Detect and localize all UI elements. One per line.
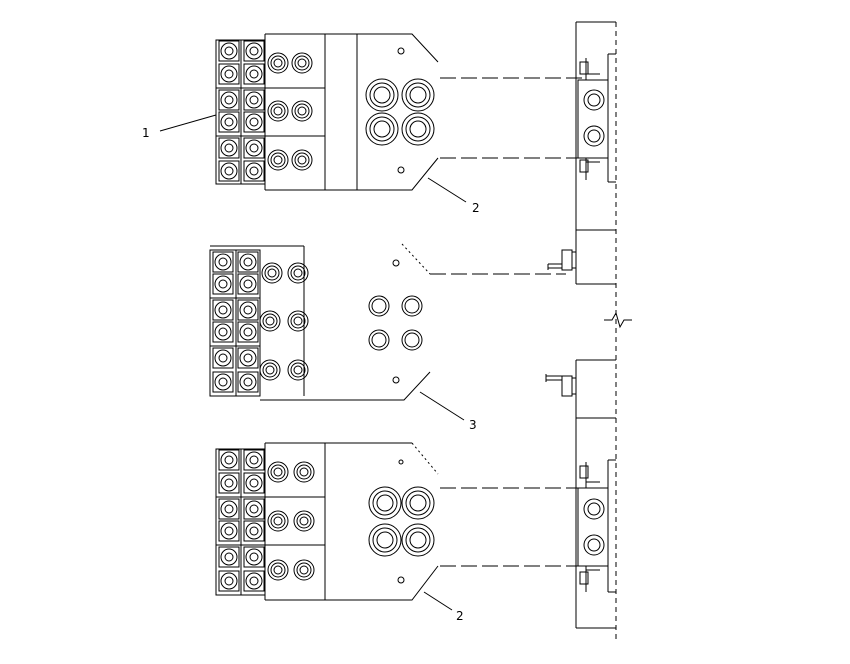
bolt-icon — [287, 310, 309, 332]
bolt-icon — [368, 295, 390, 317]
break-line-icon — [604, 311, 632, 329]
terminal-screw-icon — [218, 40, 240, 62]
terminal-screw-icon — [237, 299, 259, 321]
hole-icon — [397, 166, 405, 174]
clamp-bolt-middle-bottom — [545, 374, 576, 397]
bolt-icon — [293, 559, 315, 581]
bolt-icon — [267, 100, 289, 122]
terminal-screw-icon — [212, 347, 234, 369]
mounting-plate-bottom — [264, 442, 439, 601]
hole-icon — [392, 259, 400, 267]
terminal-screw-icon — [218, 472, 240, 494]
mounting-plate-top — [264, 33, 439, 191]
hole-icon — [397, 47, 405, 55]
bolt-icon — [365, 78, 399, 112]
callout-2-top: 2 — [427, 177, 480, 215]
terminal-block-bottom — [215, 448, 266, 596]
terminal-screw-icon — [218, 570, 240, 592]
bolt-icon — [267, 559, 289, 581]
terminal-screw-icon — [243, 137, 265, 159]
terminal-screw-icon — [243, 111, 265, 133]
bolt-icon — [291, 52, 313, 74]
terminal-screw-icon — [243, 498, 265, 520]
bolt-icon — [401, 486, 435, 520]
terminal-screw-icon — [243, 89, 265, 111]
mounting-plate-middle — [210, 243, 431, 401]
bolt-icon — [368, 329, 390, 351]
terminal-screw-icon — [243, 40, 265, 62]
bolt-icon — [291, 149, 313, 171]
bolt-icon — [259, 359, 281, 381]
bolt-icon — [291, 100, 313, 122]
bolt-icon — [287, 359, 309, 381]
bolt-icon — [401, 295, 423, 317]
bolt-icon — [259, 310, 281, 332]
bolt-icon — [401, 78, 435, 112]
terminal-screw-icon — [243, 472, 265, 494]
bolt-icon — [267, 461, 289, 483]
bolt-icon — [368, 486, 402, 520]
terminal-screw-icon — [212, 371, 234, 393]
terminal-screw-icon — [243, 449, 265, 471]
right-frame — [575, 21, 632, 640]
bolt-icon — [583, 498, 605, 520]
terminal-screw-icon — [237, 347, 259, 369]
terminal-screw-icon — [237, 321, 259, 343]
bolt-icon — [267, 52, 289, 74]
terminal-screw-icon — [218, 111, 240, 133]
terminal-screw-icon — [243, 546, 265, 568]
terminal-screw-icon — [243, 570, 265, 592]
bolt-circles — [212, 40, 605, 592]
bolt-icon — [293, 510, 315, 532]
callout-label-2-top: 2 — [472, 201, 480, 215]
hole-icon — [392, 376, 400, 384]
hole-icon — [397, 576, 405, 584]
terminal-screw-icon — [243, 160, 265, 182]
bolt-icon — [401, 523, 435, 557]
bolt-icon — [365, 112, 399, 146]
terminal-screw-icon — [218, 89, 240, 111]
terminal-screw-icon — [237, 371, 259, 393]
terminal-screw-icon — [212, 273, 234, 295]
terminal-screw-icon — [237, 251, 259, 273]
hole-icon — [398, 459, 404, 465]
terminal-screw-icon — [243, 63, 265, 85]
bolt-icon — [287, 262, 309, 284]
terminal-screw-icon — [218, 63, 240, 85]
callout-2-bottom: 2 — [423, 591, 464, 623]
bolt-icon — [267, 510, 289, 532]
terminal-screw-icon — [212, 299, 234, 321]
bolt-icon — [401, 112, 435, 146]
bolt-icon — [368, 523, 402, 557]
connector-block-top — [577, 58, 609, 180]
bolt-icon — [583, 125, 605, 147]
terminal-screw-icon — [218, 449, 240, 471]
bolt-icon — [401, 329, 423, 351]
callout-label-1: 1 — [142, 126, 150, 140]
bolt-icon — [583, 89, 605, 111]
terminal-screw-icon — [218, 498, 240, 520]
terminal-screw-icon — [243, 520, 265, 542]
callout-1: 1 — [142, 114, 217, 140]
terminal-screw-icon — [212, 321, 234, 343]
bottom-assembly — [215, 442, 609, 601]
terminal-screw-icon — [218, 520, 240, 542]
connector-block-bottom — [577, 462, 609, 592]
terminal-screw-icon — [218, 546, 240, 568]
terminal-screw-icon — [218, 137, 240, 159]
terminal-screw-icon — [212, 251, 234, 273]
terminal-screw-icon — [218, 160, 240, 182]
bolt-icon — [261, 262, 283, 284]
clamp-bolt-middle-top — [547, 249, 576, 271]
bolt-icon — [583, 534, 605, 556]
callout-label-3: 3 — [469, 418, 477, 432]
top-assembly — [215, 33, 609, 191]
bolt-icon — [267, 149, 289, 171]
bolt-icon — [293, 461, 315, 483]
callout-3: 3 — [419, 391, 477, 432]
callout-label-2-bottom: 2 — [456, 609, 464, 623]
middle-assembly — [209, 243, 576, 401]
terminal-screw-icon — [237, 273, 259, 295]
